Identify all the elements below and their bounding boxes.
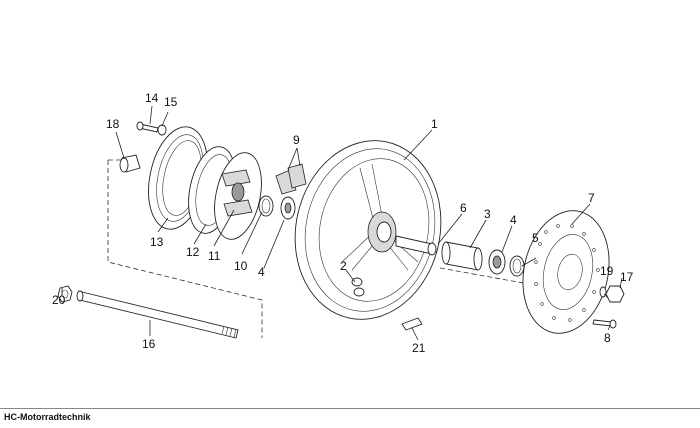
label-17: 17 xyxy=(620,270,634,284)
label-11: 11 xyxy=(208,249,221,263)
part-circlip-5 xyxy=(509,255,525,277)
part-spacer-18 xyxy=(119,154,141,173)
label-14: 14 xyxy=(145,91,159,105)
label-3: 3 xyxy=(484,207,491,221)
part-nut-17 xyxy=(605,285,625,303)
part-clip-21 xyxy=(401,317,423,331)
part-brake-disc-7 xyxy=(522,210,610,334)
part-oring-10 xyxy=(258,195,274,217)
label-16: 16 xyxy=(142,337,156,351)
part-nuts-2 xyxy=(351,277,365,297)
label-9: 9 xyxy=(293,133,300,147)
part-labels: 1 2 3 4 5 6 7 8 9 10 11 12 13 14 15 16 1… xyxy=(52,91,634,355)
label-19: 19 xyxy=(600,264,614,278)
label-4-left: 4 xyxy=(258,265,265,279)
label-10: 10 xyxy=(234,259,248,273)
part-screw-14 xyxy=(136,121,159,133)
label-6: 6 xyxy=(460,201,467,215)
label-18: 18 xyxy=(106,117,120,131)
label-13: 13 xyxy=(150,235,164,249)
footer-rule xyxy=(0,408,700,409)
label-1: 1 xyxy=(431,117,438,131)
part-axle xyxy=(76,290,239,339)
label-15: 15 xyxy=(164,95,178,109)
label-8: 8 xyxy=(604,331,611,345)
part-carrier-11 xyxy=(214,152,262,240)
label-2: 2 xyxy=(340,259,347,273)
part-washer-15 xyxy=(157,124,167,136)
label-20: 20 xyxy=(52,293,66,307)
part-dampers-9 xyxy=(275,163,307,195)
part-bearing-4-right xyxy=(488,249,506,275)
part-bearing-4-left xyxy=(280,196,296,220)
leader-lines xyxy=(61,105,623,341)
part-sleeve-6 xyxy=(395,235,437,256)
part-spacer-3 xyxy=(441,241,483,271)
part-bolt-8 xyxy=(592,319,617,329)
label-5: 5 xyxy=(532,231,539,245)
part-rim-1 xyxy=(294,140,442,320)
label-12: 12 xyxy=(186,245,200,259)
label-4-right: 4 xyxy=(510,213,517,227)
label-21: 21 xyxy=(412,341,426,355)
label-7: 7 xyxy=(588,191,595,205)
brand-footer: HC-Motorradtechnik xyxy=(4,412,91,422)
